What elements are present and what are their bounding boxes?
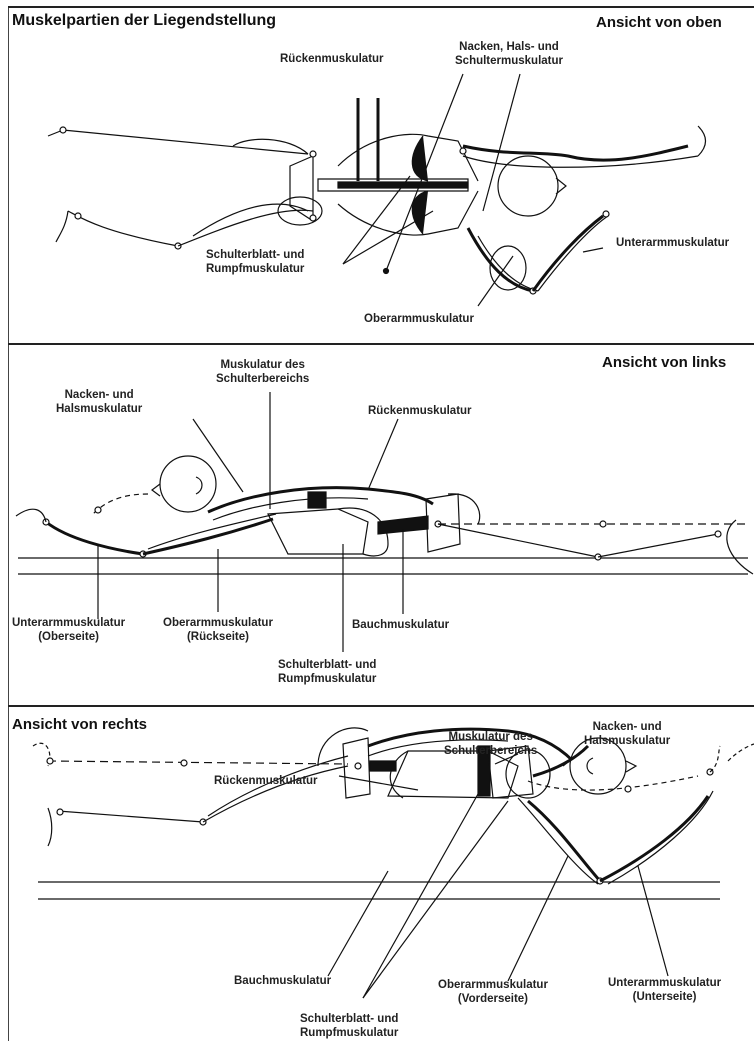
label-forearm-muscles: Unterarmmuskulatur <box>616 236 729 250</box>
label-shoulderblade-trunk-muscles: Schulterblatt- und Rumpfmuskulatur <box>206 248 304 276</box>
label-abdominal-muscles: Bauchmuskulatur <box>352 618 449 632</box>
label-neck-muscles: Nacken- und Halsmuskulatur <box>56 388 142 416</box>
label-back-muscles: Rückenmuskulatur <box>214 774 318 788</box>
label-neck-shoulder-muscles: Nacken, Hals- und Schultermuskulatur <box>455 40 563 68</box>
label-shoulder-area-muscles: Muskulatur des Schulterbereichs <box>444 730 537 758</box>
label-abdominal-muscles: Bauchmuskulatur <box>234 974 331 988</box>
label-shoulderblade-trunk-muscles: Schulterblatt- und Rumpfmuskulatur <box>300 1012 398 1040</box>
label-shoulderblade-trunk-muscles: Schulterblatt- und Rumpfmuskulatur <box>278 658 376 686</box>
panel-top-view: Muskelpartien der Liegendstellung Ansich… <box>8 6 754 342</box>
label-upperarm-muscles: Oberarmmuskulatur (Rückseite) <box>163 616 273 644</box>
panel-right-view: Ansicht von rechts <box>8 706 754 1041</box>
label-shoulder-area-muscles: Muskulatur des Schulterbereichs <box>216 358 309 386</box>
label-back-muscles: Rückenmuskulatur <box>368 404 472 418</box>
label-forearm-muscles: Unterarmmuskulatur (Oberseite) <box>12 616 125 644</box>
label-neck-muscles: Nacken- und Halsmuskulatur <box>584 720 670 748</box>
label-back-muscles: Rückenmuskulatur <box>280 52 384 66</box>
label-upperarm-muscles: Oberarmmuskulatur (Vorderseite) <box>438 978 548 1006</box>
panel-left-view: Ansicht von links <box>8 344 754 706</box>
label-forearm-muscles: Unterarmmuskulatur (Unterseite) <box>608 976 721 1004</box>
label-upperarm-muscles: Oberarmmuskulatur <box>364 312 474 326</box>
